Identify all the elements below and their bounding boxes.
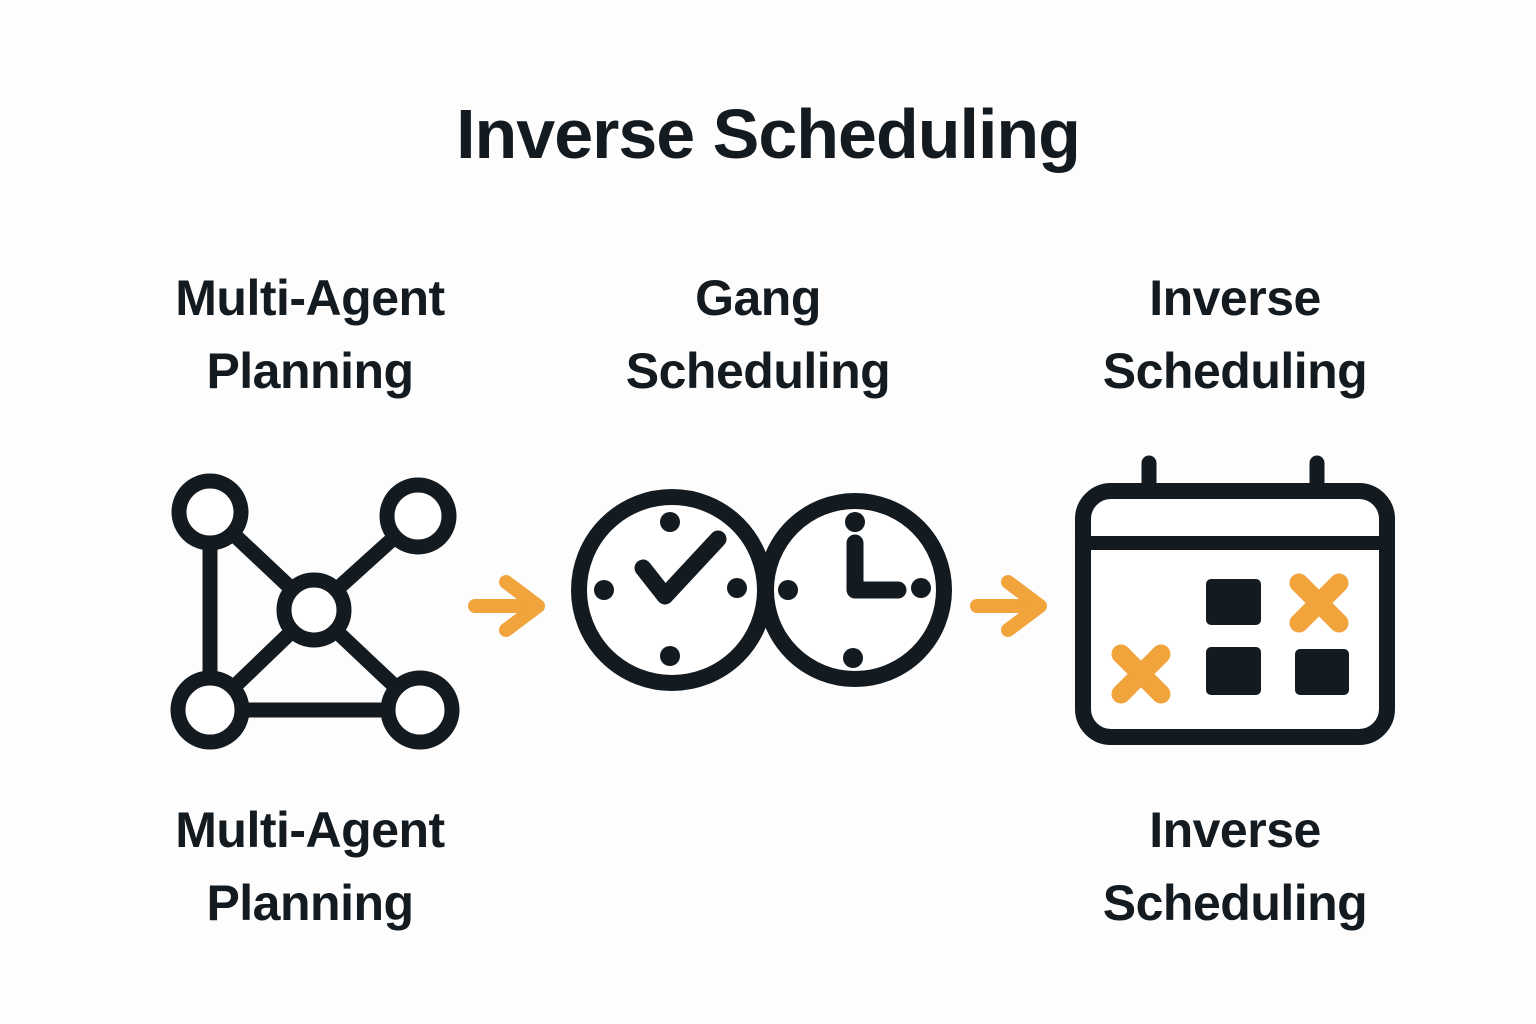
gang-scheduling-clocks-svg (571, 489, 952, 691)
step-caption-inverse-scheduling: Inverse Scheduling (1102, 802, 1368, 931)
clock-time (758, 493, 952, 687)
arrow-right-icon (468, 574, 546, 638)
inverse-scheduling-calendar-svg (1075, 455, 1395, 745)
step-header-multi-agent-planning: Multi-Agent Planning (175, 270, 445, 399)
multi-agent-network-svg (170, 473, 460, 750)
clock-hands (846, 534, 907, 599)
clock-check (571, 489, 773, 691)
step-header-gang-scheduling: Gang Scheduling (625, 270, 891, 399)
inverse-scheduling-calendar-icon (1073, 453, 1397, 747)
x-mark (1111, 644, 1171, 704)
multi-agent-network-icon (162, 460, 462, 752)
arrow-right-svg (970, 575, 1047, 637)
arrow-right-icon (970, 574, 1048, 638)
calendar-x-marks (1111, 573, 1349, 704)
page-title: Inverse Scheduling (456, 95, 1081, 173)
step-caption-multi-agent-planning: Multi-Agent Planning (175, 802, 445, 931)
gang-scheduling-clocks-icon (571, 486, 953, 694)
step-header-inverse-scheduling: Inverse Scheduling (1102, 270, 1368, 399)
network-nodes (170, 473, 460, 750)
checkmark (634, 530, 727, 605)
calendar-entries (1206, 579, 1349, 695)
arrow-right-svg (468, 575, 545, 637)
x-mark (1289, 573, 1349, 633)
